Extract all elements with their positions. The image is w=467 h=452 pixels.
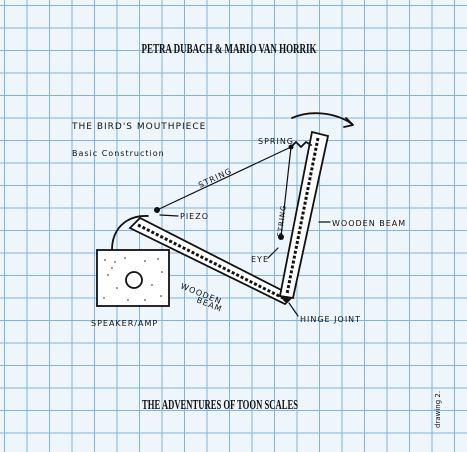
label-eye: EYE <box>251 255 269 264</box>
label-speaker-amp: SPEAKER/AMP <box>91 319 158 328</box>
label-wooden-beam-right: WOODEN BEAM <box>332 219 406 228</box>
spring-coil <box>290 141 312 148</box>
wooden-beam-vertical <box>278 130 330 300</box>
motion-arrowhead <box>343 117 354 128</box>
label-piezo: PIEZO <box>180 212 209 221</box>
footer-title: THE ADVENTURES OF TOON SCALES <box>142 398 298 413</box>
label-string-top: STRING <box>197 166 234 189</box>
eye-point <box>278 234 284 240</box>
diagram-subtitle: Basic Construction <box>72 149 165 158</box>
authors-heading: PETRA DUBACH & MARIO VAN HORRIK <box>142 42 317 57</box>
string-side-line <box>280 146 292 238</box>
speaker-cable <box>111 215 149 251</box>
piezo-point <box>154 207 160 213</box>
label-hinge-joint: HINGE JOINT <box>300 315 361 324</box>
speaker-box <box>96 249 170 307</box>
label-string-side: STRING <box>276 204 288 237</box>
speaker-cone <box>125 271 143 289</box>
label-spring: SPRING <box>258 137 294 146</box>
string-top-line <box>156 146 292 211</box>
motion-arc <box>291 112 353 125</box>
beam-grain-vertical <box>285 137 320 295</box>
beam-grain-diagonal <box>137 223 288 302</box>
drawing-number: drawing 2. <box>434 391 442 428</box>
eye-leader <box>267 247 279 259</box>
hinge-leader <box>288 302 299 317</box>
diagram-title: THE BIRD'S MOUTHPIECE <box>71 122 206 132</box>
speaker-dots <box>103 257 163 301</box>
hinge-joint <box>283 296 289 302</box>
piezo-leader <box>159 214 179 217</box>
